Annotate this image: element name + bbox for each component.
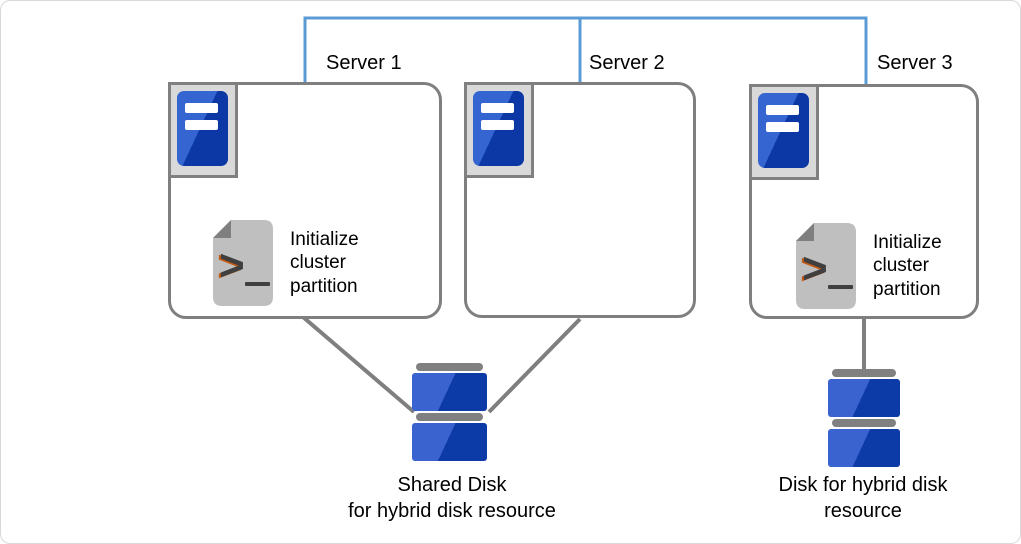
server-drive-bay [185,103,218,113]
server-drive-bay [766,105,799,115]
hybrid-disk-label-line: Disk for hybrid disk [778,474,948,496]
disk-platter [412,373,487,411]
script-label-line: partition [290,275,358,297]
svg-text:>: > [217,242,243,291]
disk-cap [416,363,483,371]
script-label-line: partition [873,278,941,300]
server-3-box: > > Initialize cluster partition [749,84,979,319]
network-interconnect-line [303,16,868,84]
init-cluster-partition: > > Initialize cluster partition [796,223,942,309]
server-tower-icon [473,91,524,166]
server-icon [749,84,819,180]
server-2-box [464,82,696,318]
server-tower-icon [758,93,809,168]
svg-text:>: > [802,244,828,293]
script-label-line: cluster [290,252,346,274]
disk-platter [412,423,487,461]
shared-disk-label: Shared Disk for hybrid disk resource [322,472,582,524]
disk-connection-lines [301,315,866,414]
server-2-label: Server 2 [589,52,665,74]
server-tower-icon [177,91,228,166]
shared-disk-label-line: Shared Disk [397,474,507,496]
server-3-label: Server 3 [877,52,953,74]
server-icon [464,82,534,178]
disk-cap [832,419,896,427]
script-label-line: Initialize [873,231,942,253]
disk-cap [832,369,896,377]
server-drive-bay [481,120,514,130]
script-label: Initialize cluster partition [290,228,359,299]
svg-text:>: > [219,241,245,290]
hybrid-disk-label: Disk for hybrid disk resource [733,472,993,524]
script-label: Initialize cluster partition [873,231,942,302]
shared-disk-label-line: for hybrid disk resource [348,500,556,522]
disk-platter [828,429,900,467]
script-label-line: cluster [873,255,929,277]
hybrid-disk-icon [828,369,900,469]
server-icon [168,82,238,178]
server-drive-bay [185,120,218,130]
shared-disk-icon [412,363,487,463]
svg-text:>: > [800,245,826,294]
server-drive-bay [766,122,799,132]
init-cluster-partition: > > Initialize cluster partition [213,220,359,306]
server-drive-bay [481,103,514,113]
server-1-label: Server 1 [326,52,402,74]
server-1-box: > > Initialize cluster partition [168,82,442,319]
disk-cap [416,413,483,421]
script-file-icon: > > [213,220,273,306]
script-label-line: Initialize [290,228,359,250]
hybrid-disk-label-line: resource [824,500,902,522]
disk-platter [828,379,900,417]
script-file-icon: > > [796,223,856,309]
